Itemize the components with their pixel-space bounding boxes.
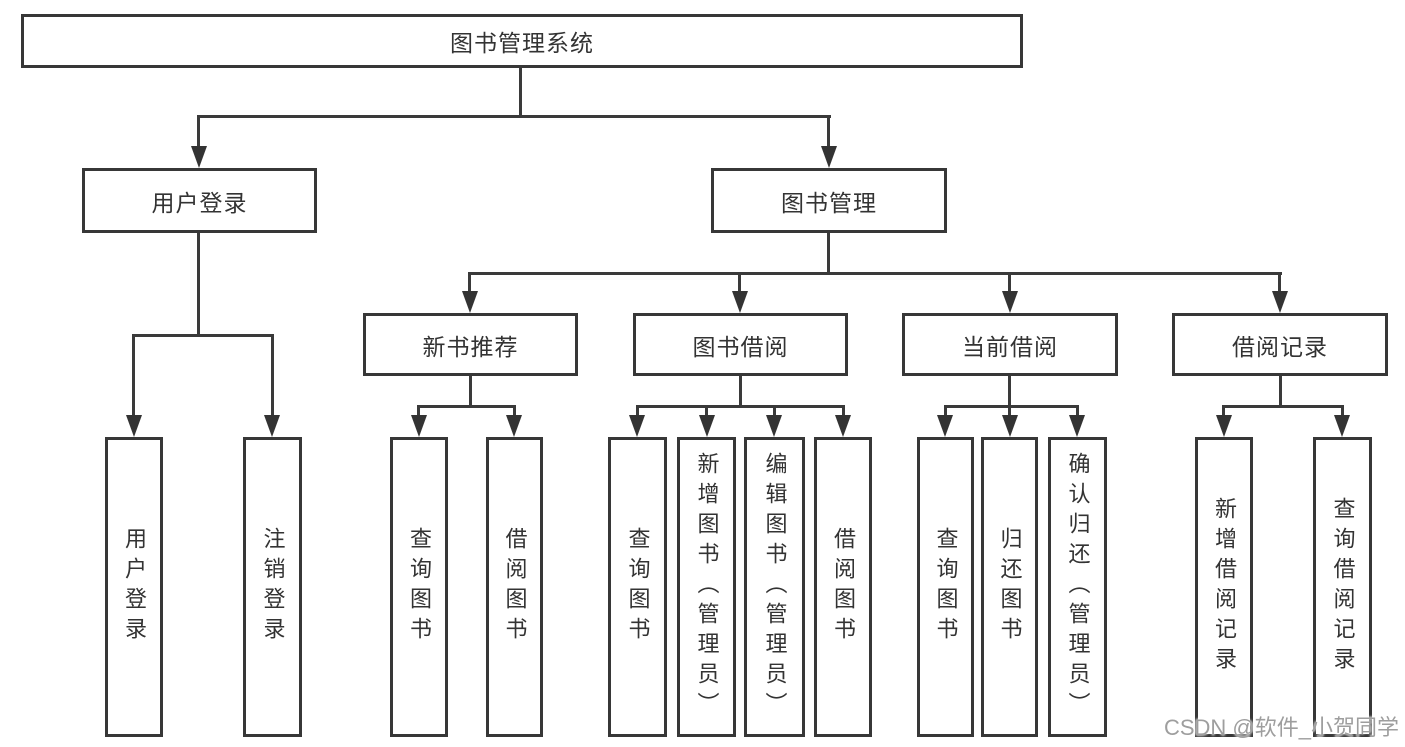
connector-line (1223, 405, 1344, 408)
node-book-management: 图书管理 (711, 168, 947, 233)
connector-line (705, 405, 708, 419)
leaf-query-books-borrowing-label: 查询图书 (625, 527, 651, 647)
arrow-down-icon (1272, 291, 1288, 313)
connector-line (133, 334, 274, 337)
connector-line (1341, 405, 1344, 419)
connector-line (1278, 272, 1281, 294)
node-user-login: 用户登录 (82, 168, 317, 233)
leaf-query-books-recommend-label: 查询图书 (407, 527, 432, 647)
leaf-query-borrow-record: 查询借阅记录 (1313, 437, 1372, 737)
node-new-book-recommend-label: 新书推荐 (422, 333, 519, 360)
connector-line (842, 405, 845, 419)
leaf-confirm-return-admin-label: 确认归还（管理员） (1065, 452, 1091, 722)
connector-line (739, 376, 742, 408)
connector-line (271, 334, 274, 418)
leaf-add-borrow-record: 新增借阅记录 (1195, 437, 1253, 737)
leaf-query-books-recommend: 查询图书 (390, 437, 448, 737)
leaf-query-borrow-record-label: 查询借阅记录 (1330, 497, 1356, 677)
leaf-query-books-current-label: 查询图书 (933, 527, 959, 647)
connector-line (197, 233, 200, 336)
arrow-down-icon (264, 415, 280, 437)
arrow-down-icon (126, 415, 142, 437)
arrow-down-icon (937, 415, 953, 437)
leaf-logout-label: 注销登录 (260, 527, 286, 647)
leaf-query-books-borrowing: 查询图书 (608, 437, 667, 737)
connector-line (1222, 405, 1225, 419)
leaf-user-login-label: 用户登录 (122, 527, 147, 647)
connector-line (636, 405, 844, 408)
leaf-add-books-admin: 新增图书（管理员） (677, 437, 736, 737)
connector-line (827, 233, 830, 275)
connector-line (1008, 272, 1011, 294)
leaf-edit-books-admin-label: 编辑图书（管理员） (762, 452, 788, 722)
connector-line (773, 405, 776, 419)
connector-line (1279, 376, 1282, 408)
node-book-borrowing-label: 图书借阅 (692, 333, 789, 360)
node-new-book-recommend: 新书推荐 (363, 313, 578, 376)
arrow-down-icon (1002, 415, 1018, 437)
node-current-borrowing: 当前借阅 (902, 313, 1118, 376)
watermark: CSDN @软件_小贺同学 (1163, 715, 1399, 740)
arrow-down-icon (462, 291, 478, 313)
arrow-down-icon (699, 415, 715, 437)
connector-line (197, 115, 200, 151)
node-borrowing-records-label: 借阅记录 (1232, 333, 1328, 360)
leaf-return-books: 归还图书 (981, 437, 1038, 737)
connector-line (469, 376, 472, 408)
node-root: 图书管理系统 (21, 14, 1023, 68)
connector-line (1076, 405, 1079, 419)
leaf-logout: 注销登录 (243, 437, 302, 737)
arrow-down-icon (732, 291, 748, 313)
connector-line (1008, 405, 1011, 419)
node-user-login-label: 用户登录 (151, 189, 248, 216)
connector-line (469, 272, 1282, 275)
connector-line (636, 405, 639, 419)
connector-line (468, 272, 471, 294)
node-book-borrowing: 图书借阅 (633, 313, 848, 376)
node-root-label: 图书管理系统 (450, 30, 594, 56)
leaf-user-login: 用户登录 (105, 437, 163, 737)
node-book-management-label: 图书管理 (781, 189, 877, 216)
arrow-down-icon (1069, 415, 1085, 437)
leaf-confirm-return-admin: 确认归还（管理员） (1048, 437, 1107, 737)
arrow-down-icon (821, 146, 837, 168)
connector-line (513, 405, 516, 419)
leaf-borrow-books-borrowing-label: 借阅图书 (831, 527, 856, 647)
connector-line (944, 405, 947, 419)
connector-line (198, 115, 831, 118)
leaf-edit-books-admin: 编辑图书（管理员） (744, 437, 805, 737)
arrow-down-icon (1216, 415, 1232, 437)
connector-line (944, 405, 1079, 408)
connector-line (417, 405, 420, 419)
node-borrowing-records: 借阅记录 (1172, 313, 1388, 376)
leaf-return-books-label: 归还图书 (997, 527, 1023, 647)
arrow-down-icon (191, 146, 207, 168)
arrow-down-icon (1334, 415, 1350, 437)
connector-line (519, 68, 522, 117)
arrow-down-icon (506, 415, 522, 437)
leaf-add-books-admin-label: 新增图书（管理员） (694, 452, 720, 722)
arrow-down-icon (835, 415, 851, 437)
arrow-down-icon (1002, 291, 1018, 313)
leaf-add-borrow-record-label: 新增借阅记录 (1212, 497, 1237, 677)
arrow-down-icon (411, 415, 427, 437)
connector-line (1008, 376, 1011, 408)
connector-line (738, 272, 741, 294)
leaf-query-books-current: 查询图书 (917, 437, 974, 737)
connector-line (418, 405, 516, 408)
leaf-borrow-books-recommend: 借阅图书 (486, 437, 543, 737)
arrow-down-icon (629, 415, 645, 437)
node-current-borrowing-label: 当前借阅 (962, 333, 1058, 360)
connector-line (132, 334, 135, 418)
arrow-down-icon (766, 415, 782, 437)
leaf-borrow-books-recommend-label: 借阅图书 (502, 527, 528, 647)
leaf-borrow-books-borrowing: 借阅图书 (814, 437, 872, 737)
connector-line (827, 115, 830, 151)
